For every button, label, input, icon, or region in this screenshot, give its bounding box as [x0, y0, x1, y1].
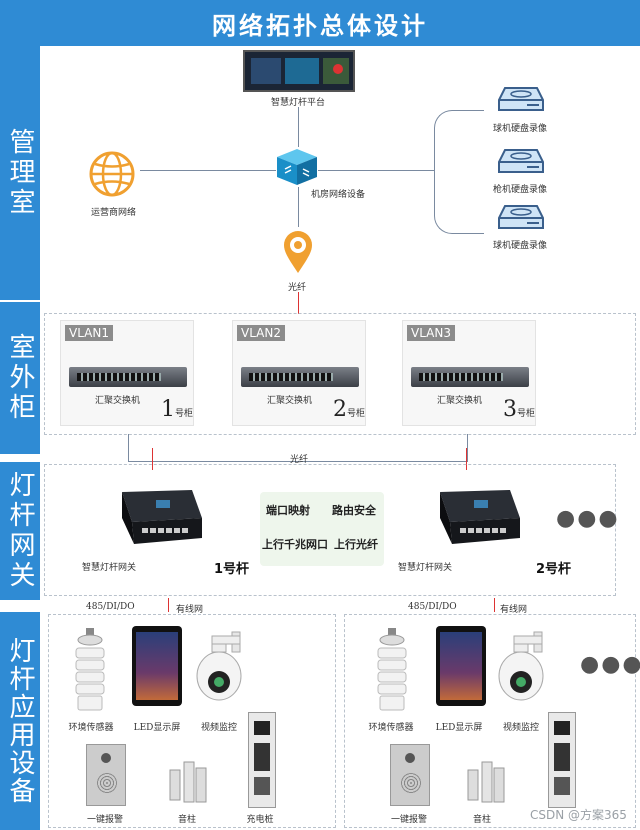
section-label-devices: 灯杆应用设备: [0, 612, 40, 830]
cabinet-number: 3号柜: [503, 397, 536, 422]
vlan-tag: VLAN3: [407, 325, 455, 341]
wired-label-right: 有线网: [500, 605, 528, 615]
router-icon: [275, 147, 319, 187]
device-label: 音柱: [177, 815, 196, 825]
hdd-recorder-icon: [497, 86, 545, 114]
section-label-text: 管理室: [5, 128, 35, 218]
device-label: LED显示屏: [133, 723, 181, 733]
link-line: [140, 170, 276, 171]
link-line: [152, 448, 153, 470]
gateway-device-image: [112, 488, 204, 548]
section-label-text: 灯杆应用设备: [5, 637, 35, 805]
switch-label: 汇聚交换机: [267, 396, 313, 406]
io-label-right: 485/DI/DO: [408, 602, 457, 612]
device-label: 一键报警: [86, 815, 123, 825]
device-label: 充电桩: [246, 815, 274, 825]
device-label: LED显示屏: [435, 723, 483, 733]
wired-label-left: 有线网: [176, 605, 204, 615]
switch-icon: [411, 367, 529, 387]
section-label-gateway: 灯杆网关: [0, 462, 40, 600]
feature-port-mapping: 端口映射: [266, 504, 310, 517]
speaker-column-image: [168, 760, 208, 804]
recorder-label-3: 球机硬盘录像: [493, 241, 548, 251]
recorder-label-2: 枪机硬盘录像: [493, 185, 548, 195]
more-gateways-indicator: ●●●: [556, 506, 620, 531]
vlan-tag: VLAN1: [65, 325, 113, 341]
cabinet-section-frame: [44, 313, 636, 435]
charging-pile-image: [248, 712, 276, 808]
devices-frame-left: [48, 614, 336, 828]
globe-icon: [88, 150, 136, 198]
feature-fiber-uplink: 上行光纤: [334, 538, 378, 551]
vlan-tag: VLAN2: [237, 325, 285, 341]
feature-gigabit-uplink: 上行千兆网口: [262, 538, 328, 551]
gateway-feature-box: 端口映射 路由安全 上行千兆网口 上行光纤: [260, 492, 384, 566]
pole-number-right: 2号杆: [536, 562, 572, 577]
device-label: 环境传感器: [368, 723, 414, 733]
io-label-left: 485/DI/DO: [86, 602, 135, 612]
router-label: 机房网络设备: [311, 190, 366, 200]
gateway-section-frame: [44, 464, 616, 596]
hdd-recorder-icon: [497, 148, 545, 176]
fiber-label: 光纤: [288, 283, 307, 293]
cabinet-card-1: VLAN1 汇聚交换机 1号柜: [60, 320, 194, 426]
env-sensor-image: [370, 628, 414, 712]
gateway-label-left: 智慧灯杆网关: [82, 563, 137, 573]
link-bracket: [434, 110, 484, 234]
section-label-text: 灯杆网关: [5, 471, 35, 591]
cabinet-number: 1号柜: [161, 397, 194, 422]
platform-label: 智慧灯杆平台: [271, 98, 326, 108]
page-title: 网络拓扑总体设计: [0, 0, 640, 46]
devices-frame-right: [344, 614, 636, 828]
section-label-cabinet: 室外柜: [0, 302, 40, 454]
link-line: [298, 187, 299, 227]
link-line: [298, 292, 299, 314]
dome-camera-image: [192, 630, 248, 704]
dome-camera-image: [494, 630, 550, 704]
device-label: 音柱: [472, 815, 491, 825]
link-line: [494, 598, 495, 612]
cabinet-card-2: VLAN2 汇聚交换机 2号柜: [232, 320, 366, 426]
cabinet-card-3: VLAN3 汇聚交换机 3号柜: [402, 320, 536, 426]
section-label-mgmt: 管理室: [0, 46, 40, 300]
device-label: 一键报警: [390, 815, 427, 825]
emergency-button-image: [390, 744, 430, 806]
link-line: [298, 107, 299, 147]
device-label: 环境传感器: [68, 723, 114, 733]
led-screen-image: [436, 626, 486, 706]
fiber-bus-line: [128, 434, 468, 462]
cabinet-number: 2号柜: [333, 397, 366, 422]
pole-number-left: 1号杆: [214, 562, 250, 577]
device-label: 视频监控: [200, 723, 237, 733]
switch-label: 汇聚交换机: [95, 396, 141, 406]
watermark: CSDN @方案365: [530, 808, 627, 822]
emergency-button-image: [86, 744, 126, 806]
fiber-pin-icon: [282, 230, 314, 274]
hdd-recorder-icon: [497, 204, 545, 232]
speaker-column-image: [466, 760, 506, 804]
platform-screen-image: [243, 50, 355, 92]
led-screen-image: [132, 626, 182, 706]
gateway-label-right: 智慧灯杆网关: [398, 563, 453, 573]
recorder-label-1: 球机硬盘录像: [493, 124, 548, 134]
gateway-device-image: [430, 488, 522, 548]
more-devices-indicator: ●●●: [580, 652, 640, 677]
link-line: [318, 170, 434, 171]
isp-label: 运营商网络: [91, 208, 137, 218]
switch-icon: [69, 367, 187, 387]
fiber-bus-label: 光纤: [290, 455, 309, 465]
charging-pile-image: [548, 712, 576, 808]
switch-icon: [241, 367, 359, 387]
section-label-text: 室外柜: [5, 333, 35, 423]
device-label: 视频监控: [502, 723, 539, 733]
link-line: [466, 448, 467, 470]
env-sensor-image: [68, 628, 112, 712]
feature-route-security: 路由安全: [332, 504, 376, 517]
link-line: [168, 598, 169, 612]
switch-label: 汇聚交换机: [437, 396, 483, 406]
